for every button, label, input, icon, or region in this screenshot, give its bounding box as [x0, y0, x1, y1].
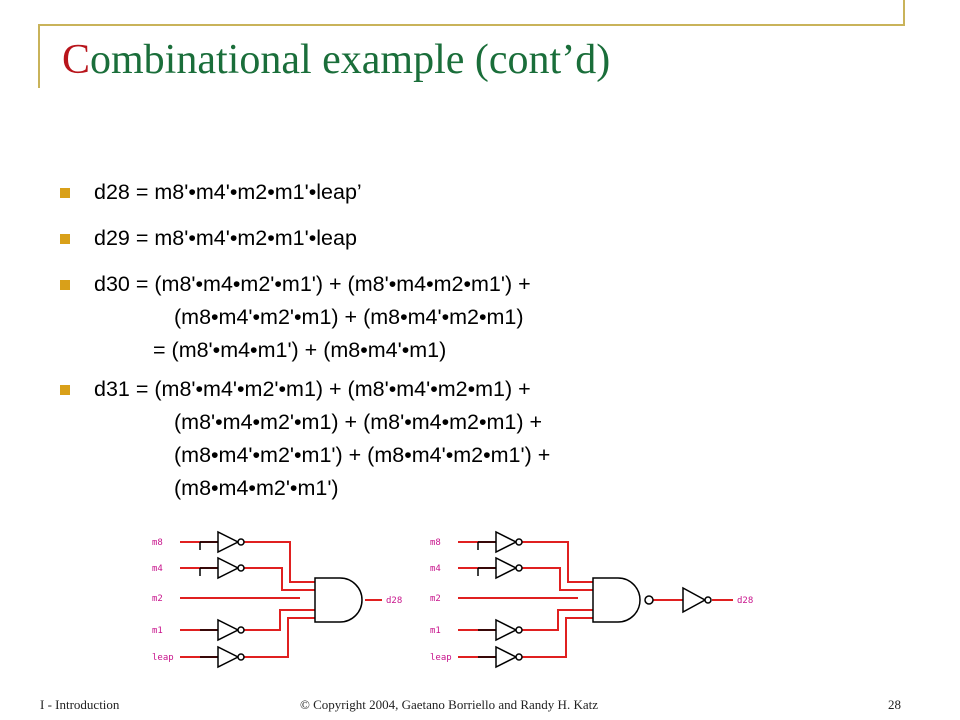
- input-label: m1: [430, 626, 441, 636]
- frame-top-rule: [38, 24, 904, 26]
- output-label: d28: [386, 596, 402, 606]
- output-label: d28: [737, 596, 753, 606]
- input-label: leap: [430, 653, 452, 663]
- footer-page-number: 28: [888, 697, 901, 712]
- bullet-d28: d28 = m8'•m4'•m2•m1'•leap’: [94, 180, 362, 204]
- footer-copyright: © Copyright 2004, Gaetano Borriello and …: [300, 697, 598, 712]
- bullet-marker: [60, 234, 70, 244]
- input-label: m2: [430, 594, 441, 604]
- bullet-d30-line3: = (m8'•m4•m1') + (m8•m4'•m1): [153, 338, 447, 362]
- input-label: m2: [152, 594, 163, 604]
- input-label: leap: [152, 653, 174, 663]
- title-rest: ombinational example (cont’d): [90, 37, 611, 83]
- bullet-d30-line2: (m8•m4'•m2'•m1) + (m8•m4'•m2•m1): [174, 305, 524, 329]
- input-label: m4: [430, 564, 441, 574]
- input-label: m4: [152, 564, 163, 574]
- bullet-d30-line1: d30 = (m8'•m4•m2'•m1') + (m8'•m4•m2•m1')…: [94, 272, 531, 296]
- input-label: m8: [430, 538, 441, 548]
- bullet-d31-line3: (m8•m4'•m2'•m1') + (m8•m4'•m2•m1') +: [174, 443, 551, 467]
- bullet-d31-line4: (m8•m4•m2'•m1'): [174, 476, 339, 500]
- bullet-d31-line1: d31 = (m8'•m4'•m2'•m1) + (m8'•m4'•m2•m1)…: [94, 377, 531, 401]
- input-label: m8: [152, 538, 163, 548]
- bullet-marker: [60, 188, 70, 198]
- circuit-left-and: m8 m4 m2 m1 leap d28: [152, 530, 402, 669]
- footer-section: I - Introduction: [40, 697, 120, 712]
- slide-title: Combinational example (cont’d): [62, 36, 610, 84]
- bullet-d29: d29 = m8'•m4'•m2•m1'•leap: [94, 226, 357, 250]
- frame-right-rule: [903, 0, 905, 26]
- bullet-d31-line2: (m8'•m4•m2'•m1) + (m8'•m4•m2•m1) +: [174, 410, 543, 434]
- input-label: m1: [152, 626, 163, 636]
- frame-left-rule: [38, 24, 40, 88]
- title-initial: C: [62, 37, 91, 83]
- bullet-marker: [60, 280, 70, 290]
- circuit-right-nand: m8 m4 m2 m1 leap d28: [430, 530, 753, 669]
- bullet-marker: [60, 385, 70, 395]
